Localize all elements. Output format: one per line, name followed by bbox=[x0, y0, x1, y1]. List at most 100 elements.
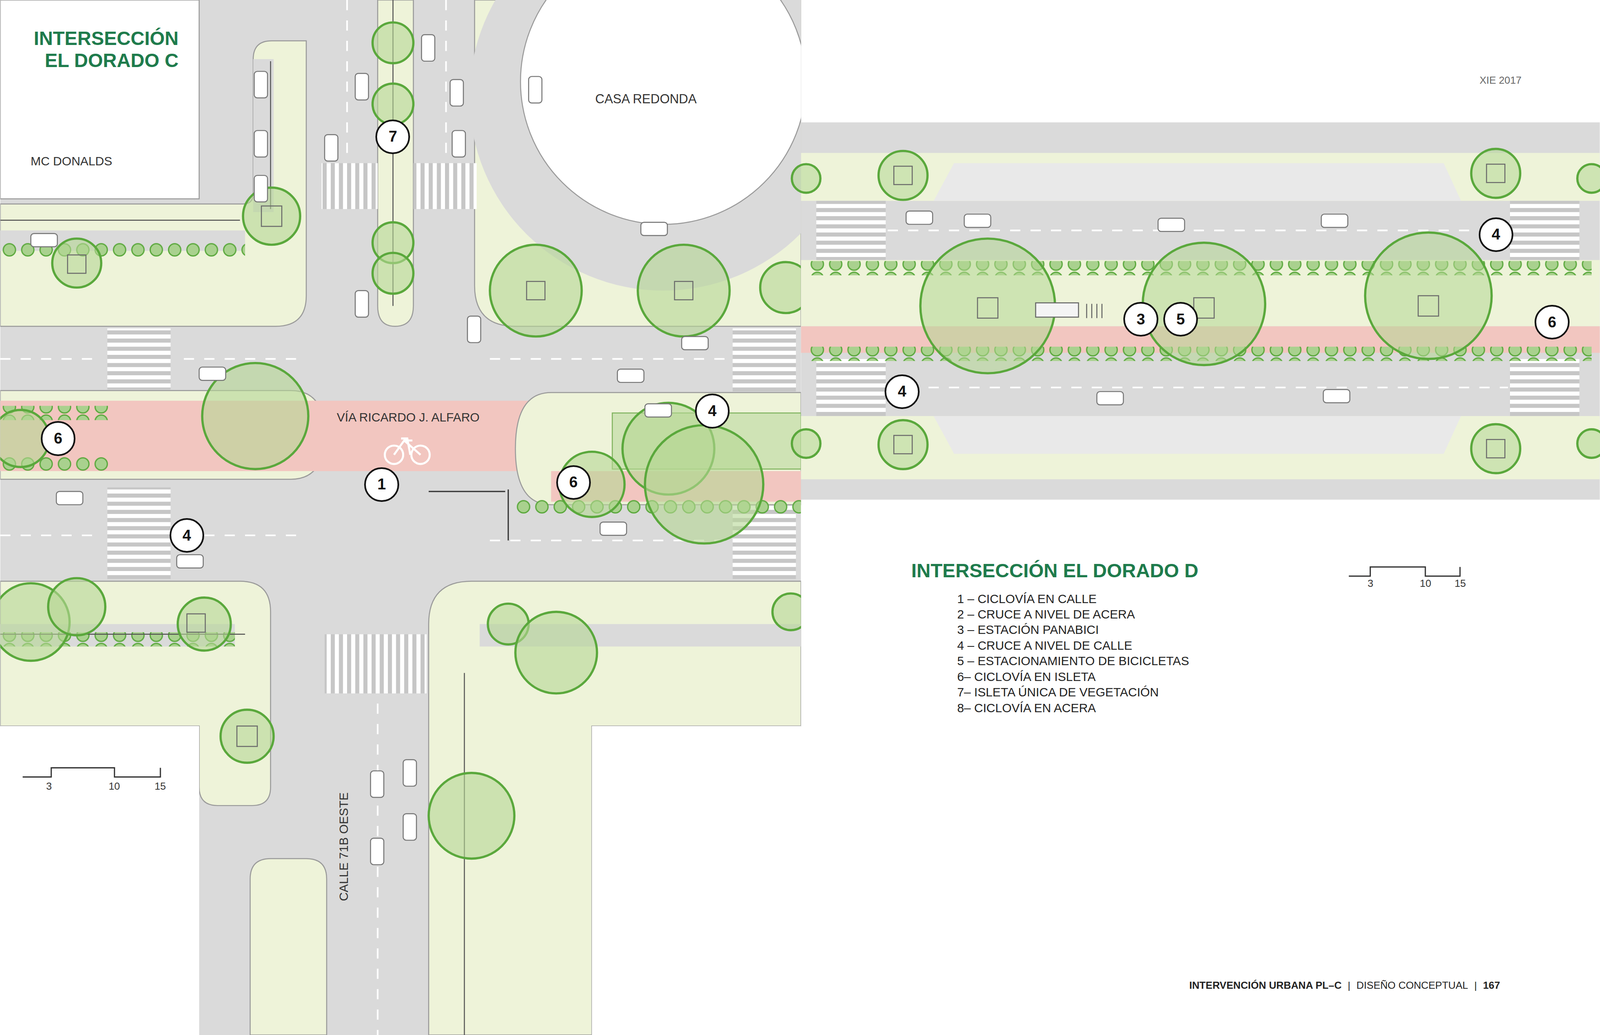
footer-text: | bbox=[1347, 980, 1351, 992]
crosswalk bbox=[324, 634, 427, 694]
legend-item: 4 – CRUCE A NIVEL DE CALLE bbox=[957, 638, 1133, 653]
car bbox=[199, 367, 226, 381]
car bbox=[645, 404, 672, 418]
scale-bar bbox=[22, 768, 161, 778]
tree-pit bbox=[67, 255, 86, 274]
shrub-row bbox=[0, 242, 802, 648]
scale-bar bbox=[1348, 567, 1460, 577]
bollard-line bbox=[0, 220, 240, 221]
tree-pit bbox=[1486, 439, 1505, 458]
callout-text: 1 bbox=[377, 475, 386, 494]
footer-text: INTERVENCIÓN URBANA PL–C bbox=[1189, 980, 1342, 992]
scale-bar bbox=[1348, 567, 1460, 577]
tree bbox=[760, 262, 802, 313]
scale-bar bbox=[22, 768, 161, 778]
callout-text: 4 bbox=[182, 527, 191, 545]
callout-text: 6 bbox=[53, 430, 63, 448]
footer-text: | bbox=[1474, 980, 1477, 992]
car bbox=[370, 771, 384, 798]
date-note: XIE 2017 bbox=[1479, 74, 1522, 87]
bike-symbol bbox=[394, 438, 421, 455]
car bbox=[452, 130, 466, 158]
section-title: INTERSECCIÓN EL DORADO D bbox=[911, 560, 1199, 583]
tree-pit bbox=[893, 435, 913, 454]
car bbox=[30, 233, 58, 248]
tree bbox=[920, 238, 1055, 374]
car bbox=[681, 336, 709, 350]
street-name: VÍA RICARDO J. ALFARO bbox=[336, 410, 480, 425]
tree bbox=[515, 612, 598, 694]
car bbox=[403, 814, 417, 841]
sidewalk bbox=[428, 581, 802, 1035]
car bbox=[964, 214, 991, 228]
widening bbox=[933, 163, 1462, 202]
car bbox=[355, 290, 369, 318]
callout-number: 4 bbox=[695, 393, 730, 429]
tree bbox=[772, 593, 802, 631]
tree bbox=[1577, 164, 1600, 193]
scale-number: 15 bbox=[1454, 577, 1466, 590]
lane-marking bbox=[0, 358, 103, 360]
tree bbox=[791, 148, 1600, 474]
car bbox=[906, 211, 933, 225]
lane-marking bbox=[490, 358, 730, 360]
lane-marking bbox=[376, 703, 379, 1035]
tree-pit bbox=[977, 297, 998, 319]
tree bbox=[52, 238, 102, 288]
car bbox=[254, 130, 268, 158]
car bbox=[254, 175, 268, 203]
car bbox=[30, 34, 709, 865]
tree-pit bbox=[67, 206, 693, 748]
lane-marking bbox=[887, 229, 1509, 232]
tree bbox=[645, 425, 764, 544]
car bbox=[421, 34, 435, 62]
legend-item: 3 – ESTACIÓN PANABICI bbox=[957, 623, 1099, 638]
car bbox=[528, 76, 543, 104]
lane-marking bbox=[183, 358, 307, 360]
intersection-c bbox=[0, 0, 802, 1035]
tree bbox=[490, 245, 582, 337]
scale-number: 3 bbox=[46, 780, 53, 793]
car bbox=[617, 369, 645, 383]
building-name: CASA REDONDA bbox=[595, 91, 697, 107]
tree-pit bbox=[893, 164, 1505, 458]
callout-text: 6 bbox=[1547, 313, 1557, 332]
scale-number: 15 bbox=[154, 780, 166, 793]
bike-rack bbox=[1086, 304, 1103, 319]
footer-text: 167 bbox=[1482, 980, 1500, 992]
callout-text: 6 bbox=[569, 473, 578, 492]
tree bbox=[1577, 429, 1600, 459]
car bbox=[467, 316, 481, 343]
bollard-line bbox=[0, 0, 465, 1035]
tree bbox=[637, 245, 730, 337]
callout-text: 5 bbox=[1176, 310, 1185, 329]
crosswalk bbox=[107, 328, 171, 390]
tree bbox=[372, 83, 414, 125]
legend-item: 8– CICLOVÍA EN ACERA bbox=[957, 701, 1096, 716]
building-name: MC DONALDS bbox=[30, 154, 113, 169]
tree bbox=[791, 164, 821, 193]
legend-item: 2 – CRUCE A NIVEL DE ACERA bbox=[957, 607, 1135, 622]
intersection-d bbox=[791, 122, 1600, 577]
tree-pit bbox=[1418, 295, 1439, 317]
car bbox=[600, 522, 627, 536]
leader-line bbox=[428, 491, 506, 493]
legend-item: 6– CICLOVÍA EN ISLETA bbox=[957, 670, 1096, 685]
island bbox=[250, 858, 327, 1035]
legend-item: 7– ISLETA ÚNICA DE VEGETACIÓN bbox=[957, 685, 1159, 700]
tree-pit bbox=[237, 726, 258, 747]
crosswalk bbox=[816, 200, 886, 260]
tree bbox=[791, 429, 821, 459]
leader-line bbox=[507, 489, 509, 541]
tree-pit bbox=[674, 281, 693, 300]
car bbox=[403, 760, 417, 787]
crosswalk bbox=[1510, 200, 1580, 260]
tree bbox=[878, 420, 928, 470]
sidewalk bbox=[800, 416, 1600, 480]
car bbox=[1321, 214, 1348, 228]
crosswalk bbox=[107, 487, 171, 580]
bike-symbol bbox=[385, 438, 430, 465]
tree bbox=[1365, 232, 1492, 360]
callout-text: 7 bbox=[388, 127, 398, 146]
crosswalk bbox=[1510, 359, 1580, 417]
